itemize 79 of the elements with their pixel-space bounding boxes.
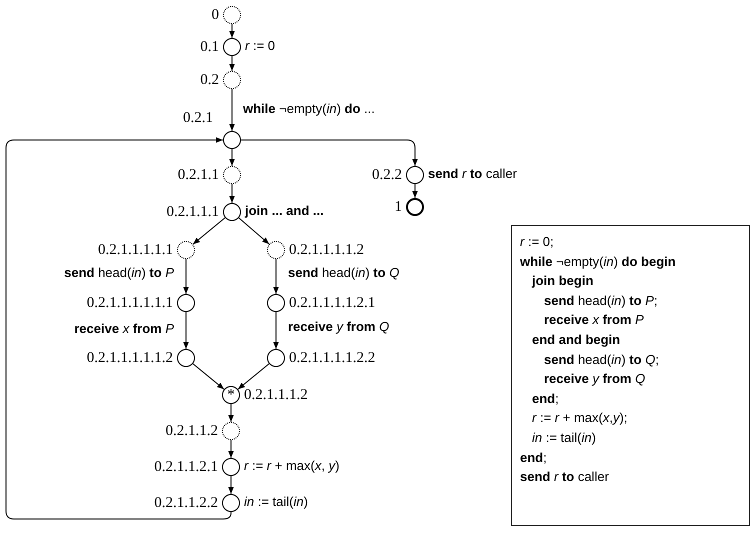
code-line: r := r + max(x,y); xyxy=(532,409,628,428)
statement-text: r := 0 xyxy=(245,37,276,55)
state-number: 0.1 xyxy=(200,38,219,56)
arrow xyxy=(6,137,232,520)
arrow xyxy=(228,404,234,422)
statement-text: send r to caller xyxy=(428,165,517,183)
statement-text: join ... and ... xyxy=(245,202,324,220)
edge-label: send head(in) to P xyxy=(64,264,174,282)
state-number: 0.2.1.1.1 xyxy=(166,203,219,221)
code-line: send head(in) to Q; xyxy=(544,350,659,369)
edge-label: receive y from Q xyxy=(288,318,390,336)
code-line: while ¬empty(in) do begin xyxy=(520,252,676,271)
state-circle xyxy=(223,131,241,149)
state-number: 0.2.1.1 xyxy=(178,166,219,184)
state-number: 0.2.1.1.1.1.2.1 xyxy=(289,294,376,312)
arrow xyxy=(183,312,189,350)
arrow xyxy=(273,312,279,350)
arrow xyxy=(238,217,270,245)
code-line: join begin xyxy=(532,272,594,290)
code-line: send r to caller xyxy=(520,468,609,486)
arrow xyxy=(229,24,235,38)
code-line: receive x from P xyxy=(544,311,644,330)
dotted-circle xyxy=(222,422,240,440)
edge-label: receive x from P xyxy=(74,320,174,338)
state-number: 0 xyxy=(212,6,219,24)
state-circle xyxy=(406,166,424,184)
code-line: in := tail(in) xyxy=(532,428,596,447)
arrow xyxy=(240,140,418,166)
state-number: 0.2.1.1.1.2 xyxy=(244,386,308,404)
arrow xyxy=(228,440,234,458)
dotted-circle xyxy=(223,71,241,89)
state-number: 0.2.1.1.1.1.2 xyxy=(289,241,364,259)
code-line: end and begin xyxy=(532,330,620,349)
state-number: 0.2.1.1.2.1 xyxy=(154,458,218,476)
code-line: end; xyxy=(532,390,559,408)
code-line: receive y from Q xyxy=(544,370,646,388)
state-circle xyxy=(222,494,240,512)
state-number: 0.2 xyxy=(200,71,219,89)
edge-label: while ¬empty(in) do ... xyxy=(243,100,375,118)
arrow xyxy=(229,56,235,72)
state-number: 0.2.1.1.1.1.2.2 xyxy=(289,349,376,367)
dotted-circle xyxy=(267,241,285,259)
state-number: 0.2.1 xyxy=(183,109,213,127)
statement-text: r := r + max(x, y) xyxy=(244,457,340,475)
arrow xyxy=(183,258,189,294)
arrow xyxy=(237,363,270,390)
state-number: 0.2.2 xyxy=(372,166,402,184)
state-circle xyxy=(267,349,285,367)
state-number: 0.2.1.1.1.1.1.1 xyxy=(86,294,173,312)
state-number: 0.2.1.1.1.1.1 xyxy=(98,241,173,259)
edge-label: send head(in) to Q xyxy=(288,264,400,282)
arrow xyxy=(192,363,225,390)
arrow xyxy=(229,88,235,132)
state-circle xyxy=(177,349,195,367)
arrow xyxy=(228,476,234,494)
state-number: 0.2.1.1.1.1.1.2 xyxy=(86,349,173,367)
statement-text: in := tail(in) xyxy=(244,493,308,511)
arrow xyxy=(273,258,279,294)
state-circle xyxy=(177,294,195,312)
asterisk-node: * xyxy=(222,386,240,404)
code-line: send head(in) to P; xyxy=(544,292,658,310)
code-line: end; xyxy=(520,448,547,467)
state-circle xyxy=(267,294,285,312)
state-number: 0.2.1.1.2.2 xyxy=(154,494,218,512)
state-circle xyxy=(222,458,240,476)
state-number: 1 xyxy=(394,198,402,216)
dotted-circle xyxy=(177,241,195,259)
state-number: 0.2.1.1.2 xyxy=(166,422,218,440)
code-box xyxy=(511,225,750,526)
dotted-circle xyxy=(223,6,241,24)
state-circle xyxy=(223,203,241,221)
arrow xyxy=(229,148,235,166)
final-state-circle xyxy=(406,198,424,216)
state-circle xyxy=(223,38,241,56)
arrow xyxy=(229,184,235,204)
arrow xyxy=(412,184,418,198)
code-line: r := 0; xyxy=(520,233,554,251)
arrow xyxy=(192,217,226,245)
dotted-circle xyxy=(223,166,241,184)
